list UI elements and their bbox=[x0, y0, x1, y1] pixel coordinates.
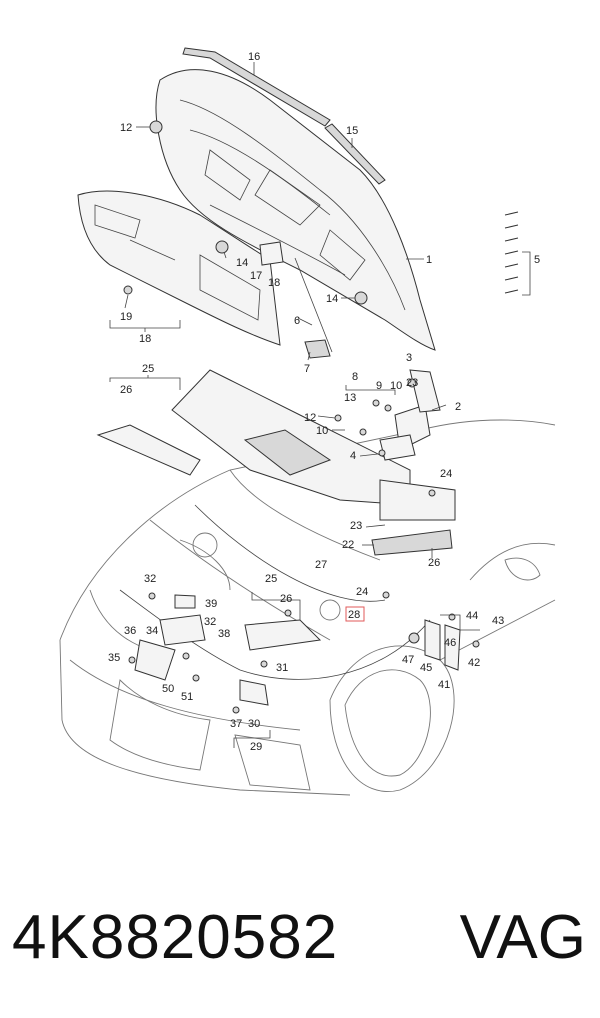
callout-31: 28 bbox=[348, 609, 360, 621]
callout-2: 2 bbox=[455, 401, 461, 413]
seal-strip-17 bbox=[324, 123, 386, 185]
callout-6: 6 bbox=[294, 315, 300, 327]
callout-10b: 10 bbox=[316, 425, 328, 437]
callout-44: 42 bbox=[468, 657, 480, 669]
callout-38: 35 bbox=[108, 652, 120, 664]
brand-name: VAG bbox=[459, 903, 586, 972]
callout-8: 8 bbox=[352, 371, 358, 383]
callout-36: 32 bbox=[144, 573, 156, 585]
callout-47: 45 bbox=[420, 662, 432, 674]
callout-9: 9 bbox=[376, 380, 382, 392]
callout-46: 44 bbox=[466, 610, 478, 622]
fasteners bbox=[123, 120, 519, 714]
callout-21: 23 bbox=[406, 377, 418, 389]
callout-45: 43 bbox=[492, 615, 504, 627]
callout-15: 18 bbox=[139, 333, 151, 345]
callout-5: 5 bbox=[534, 254, 540, 266]
callout-1: 1 bbox=[426, 254, 432, 266]
callout-40: 37 bbox=[230, 718, 242, 730]
callout-17: 15 bbox=[346, 125, 358, 137]
callout-16: 19 bbox=[120, 311, 132, 323]
highlight-box bbox=[345, 606, 365, 622]
callout-32: 29 bbox=[250, 741, 262, 753]
callout-50: 50 bbox=[162, 683, 174, 695]
callout-14b: 14 bbox=[326, 293, 338, 305]
callout-22: 22 bbox=[342, 539, 354, 551]
callout-13: 12 bbox=[120, 122, 132, 134]
callout-28: 25 bbox=[142, 363, 154, 375]
callout-51: 51 bbox=[181, 691, 193, 703]
callout-39: 36 bbox=[124, 625, 136, 637]
callout-3: 3 bbox=[406, 352, 412, 364]
leader-lines bbox=[109, 62, 531, 748]
callout-labels: 16 15 12 14 17 18 14 1 6 7 19 18 5 25 26… bbox=[108, 51, 540, 753]
callout-11: 12 bbox=[304, 412, 316, 424]
callout-43: 41 bbox=[438, 679, 450, 691]
callout-34: 31 bbox=[276, 662, 288, 674]
callout-29: 26 bbox=[120, 384, 132, 396]
hood-panel bbox=[155, 69, 436, 351]
callout-23: 23 bbox=[350, 520, 362, 532]
callout-14a: 14 bbox=[236, 257, 248, 269]
plenum-panel bbox=[96, 369, 456, 556]
callout-18: 16 bbox=[248, 51, 260, 63]
callout-41: 38 bbox=[218, 628, 230, 640]
callout-20: 18 bbox=[268, 277, 280, 289]
callout-48: 46 bbox=[444, 637, 456, 649]
callout-12: 13 bbox=[344, 392, 356, 404]
parts-diagram: 16 15 12 14 17 18 14 1 6 7 19 18 5 25 26… bbox=[59, 47, 556, 796]
callout-4: 4 bbox=[350, 450, 356, 462]
callout-19: 17 bbox=[250, 270, 262, 282]
callout-37: 34 bbox=[146, 625, 158, 637]
callout-7: 7 bbox=[304, 363, 310, 375]
insulation-mat bbox=[77, 190, 281, 346]
callout-49: 47 bbox=[402, 654, 414, 666]
callout-33: 30 bbox=[248, 718, 260, 730]
callout-24a: 24 bbox=[440, 468, 452, 480]
callout-42: 39 bbox=[205, 598, 217, 610]
callout-35: 32 bbox=[204, 616, 216, 628]
callout-27: 26 bbox=[428, 557, 440, 569]
callout-10a: 10 bbox=[390, 380, 402, 392]
callout-25: 25 bbox=[265, 573, 277, 585]
callout-30: 27 bbox=[315, 559, 327, 571]
seal-strip-18 bbox=[182, 47, 331, 127]
part-number: 4K8820582 bbox=[12, 903, 339, 972]
callout-24b: 24 bbox=[356, 586, 368, 598]
callout-26: 26 bbox=[280, 593, 292, 605]
car-body-outline bbox=[59, 419, 556, 796]
footer: 4K8820582 VAG bbox=[0, 888, 600, 988]
latch-and-cable bbox=[119, 241, 461, 706]
